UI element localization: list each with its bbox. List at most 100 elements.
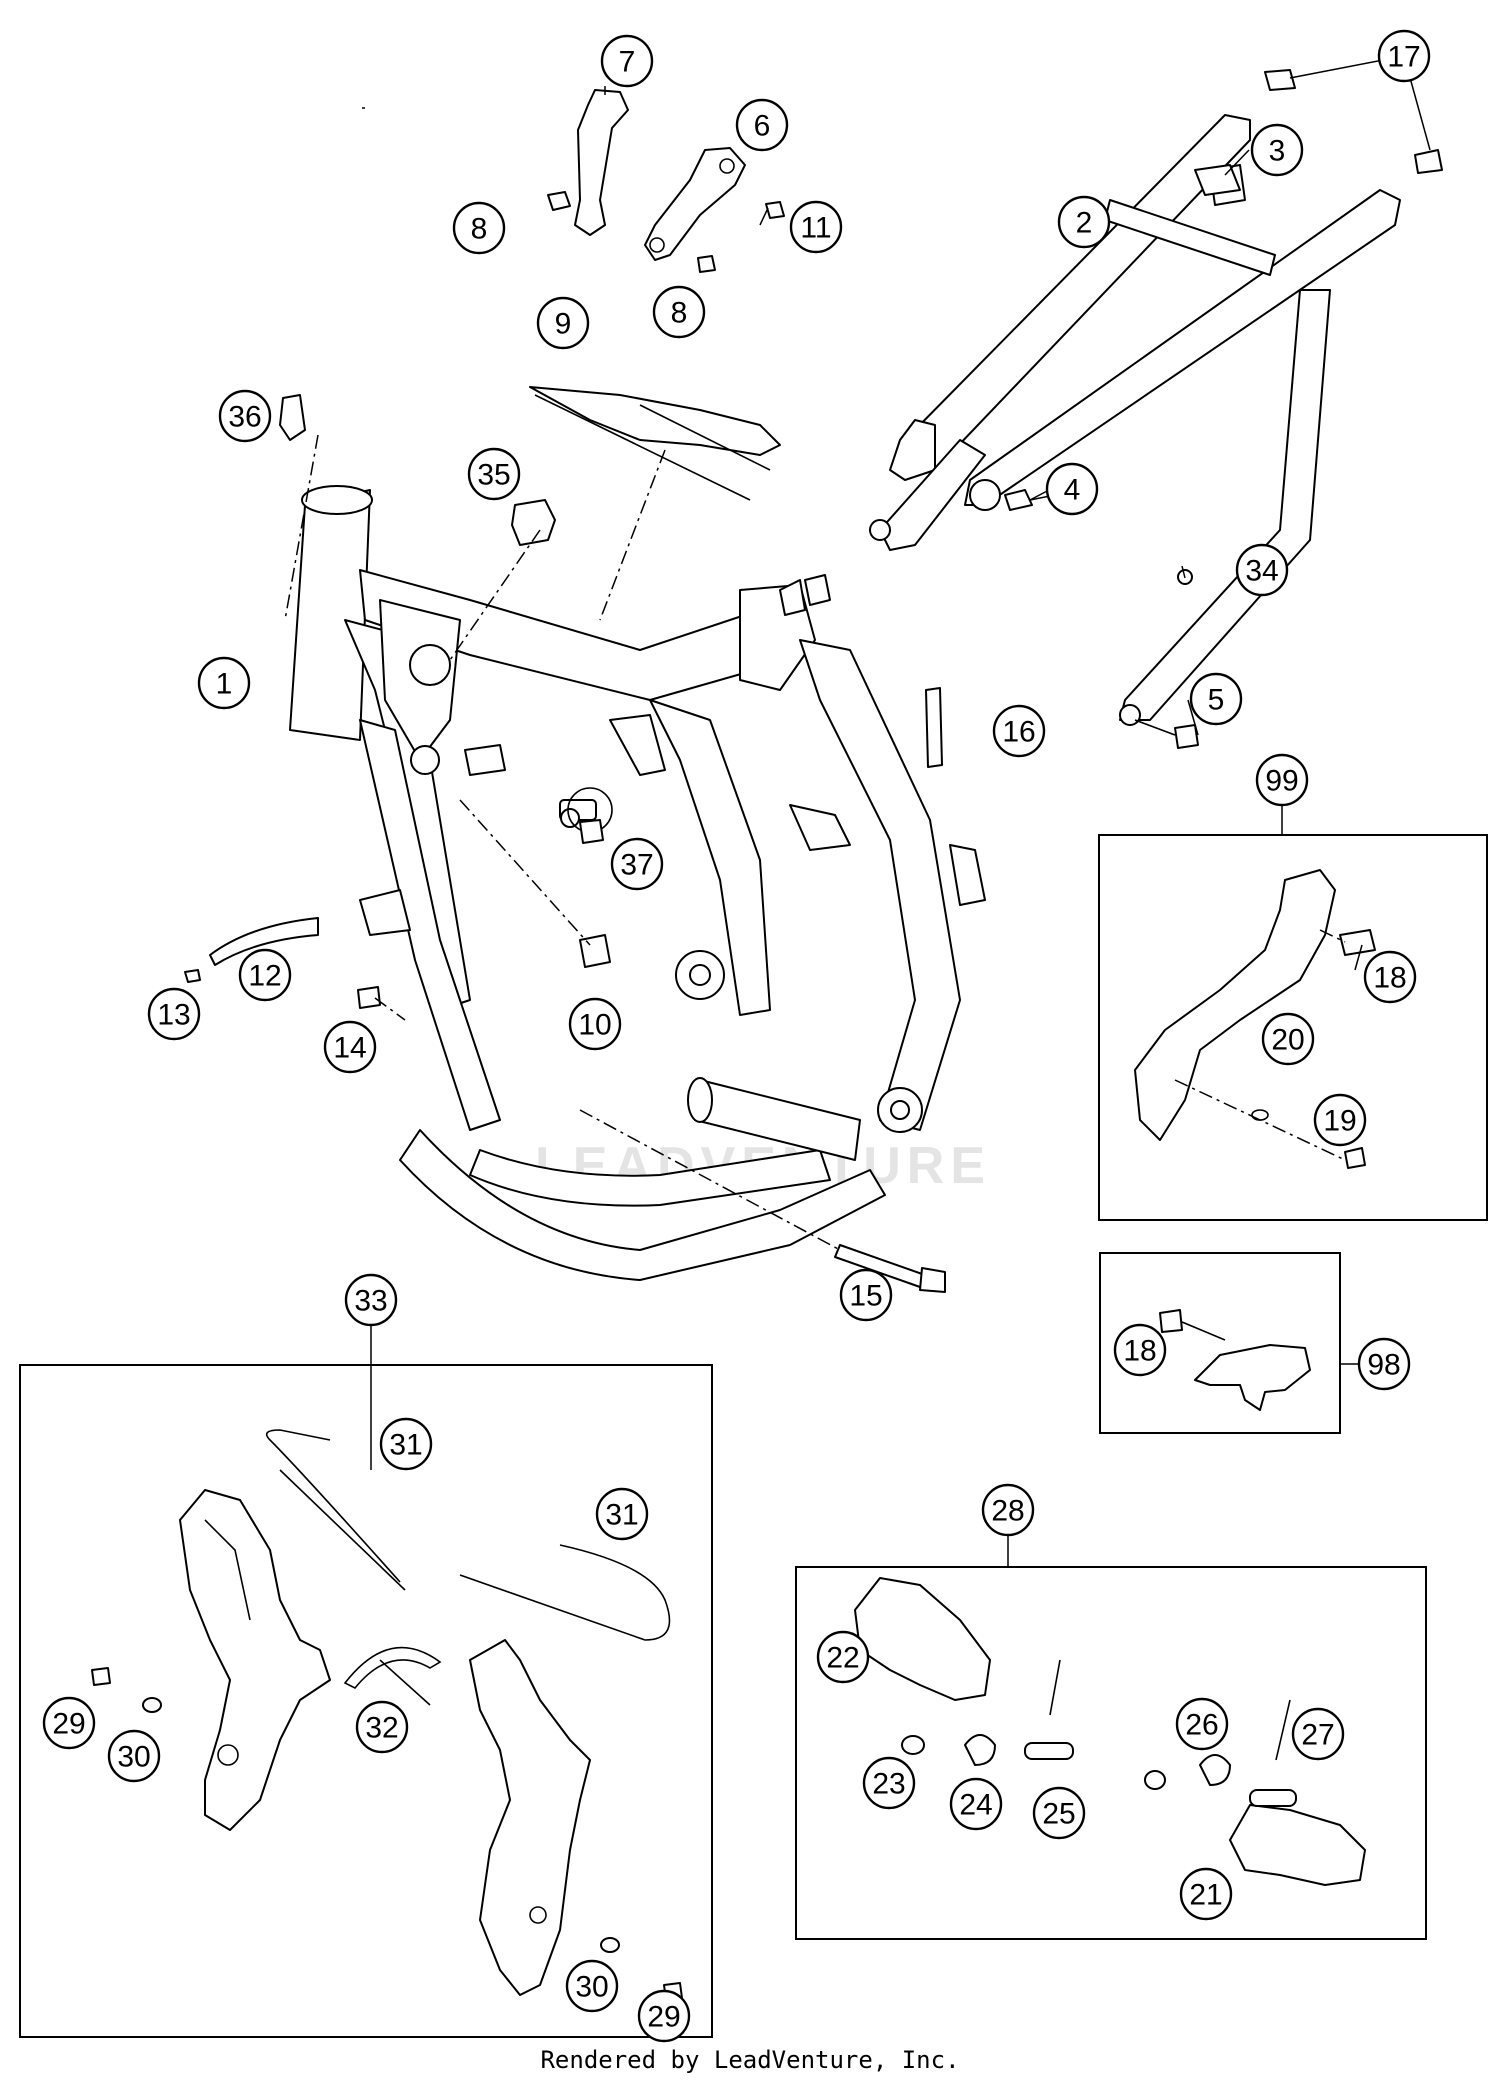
callout-circle <box>862 1756 916 1810</box>
callout-number: 28 <box>991 1495 1024 1528</box>
box-99 <box>1098 834 1488 1221</box>
footer-credit: Rendered by LeadVenture, Inc. <box>540 2046 960 2074</box>
callout-c7: 7 <box>600 34 654 88</box>
callout-number: 18 <box>1123 1335 1156 1368</box>
callout-c36: 36 <box>218 389 272 443</box>
callout-circle <box>568 997 622 1051</box>
callout-c99: 99 <box>1255 753 1309 807</box>
callout-circle <box>1113 1323 1167 1377</box>
callout-circle <box>42 1696 96 1750</box>
callout-c98: 98 <box>1357 1337 1411 1391</box>
washer-23 <box>901 1735 925 1755</box>
callout-c23: 23 <box>862 1756 916 1810</box>
callout-number: 29 <box>647 2001 680 2034</box>
screw-4 <box>1004 489 1033 511</box>
callout-c26: 26 <box>1175 1697 1229 1751</box>
chain-guide-99 <box>1134 869 1336 1141</box>
cap-17a <box>1264 69 1296 91</box>
callout-circle <box>355 1700 409 1754</box>
callout-number: 30 <box>575 1971 608 2004</box>
callout-circle <box>218 389 272 443</box>
callout-circle <box>197 656 251 710</box>
callout-circle <box>735 98 789 152</box>
callout-c25: 25 <box>1032 1786 1086 1840</box>
callout-number: 31 <box>389 1429 422 1462</box>
callout-circle <box>1377 29 1431 83</box>
callout-circle <box>839 1268 893 1322</box>
box-33 <box>19 1364 713 2038</box>
clamp-13 <box>184 969 201 983</box>
callout-c14: 14 <box>323 1020 377 1074</box>
callout-circle <box>1175 1697 1229 1751</box>
callout-c34: 34 <box>1235 543 1289 597</box>
callout-circle <box>637 1989 691 2043</box>
callout-circle <box>1189 672 1243 726</box>
callout-c17: 17 <box>1377 29 1431 83</box>
callout-c10: 10 <box>568 997 622 1051</box>
callout-c32: 32 <box>355 1700 409 1754</box>
callout-number: 3 <box>1269 135 1286 168</box>
nut-14 <box>357 986 381 1009</box>
callout-c5: 5 <box>1189 672 1243 726</box>
callout-number: 22 <box>826 1642 859 1675</box>
cable-tie-32 <box>343 1646 442 1690</box>
washer-30b <box>600 1937 620 1953</box>
callout-c20: 20 <box>1261 1012 1315 1066</box>
callout-c28: 28 <box>981 1483 1035 1537</box>
callout-number: 33 <box>354 1285 387 1318</box>
callout-circle <box>565 1959 619 2013</box>
callout-c29b: 29 <box>637 1989 691 2043</box>
callout-number: 10 <box>578 1009 611 1042</box>
callout-number: 31 <box>605 1499 638 1532</box>
callout-number: 16 <box>1002 716 1035 749</box>
callout-number: 5 <box>1208 684 1225 717</box>
callout-circle <box>1045 462 1099 516</box>
callout-circle <box>344 1273 398 1327</box>
bracket-35 <box>511 499 556 546</box>
bracket-7 <box>574 89 629 236</box>
callout-number: 4 <box>1064 474 1081 507</box>
callout-number: 98 <box>1367 1349 1400 1382</box>
callout-circle <box>595 1487 649 1541</box>
box-98 <box>1099 1252 1341 1434</box>
callout-circle <box>652 285 706 339</box>
callout-c18a: 18 <box>1363 950 1417 1004</box>
screw-8b <box>697 255 716 273</box>
callout-c9: 9 <box>536 296 590 350</box>
callout-circle <box>600 34 654 88</box>
callout-circle <box>452 201 506 255</box>
callout-c15: 15 <box>839 1268 893 1322</box>
callout-c19: 19 <box>1313 1093 1367 1147</box>
callout-number: 6 <box>754 110 771 143</box>
box-28 <box>795 1566 1427 1940</box>
cable-tie-31b <box>459 1544 671 1641</box>
callout-number: 34 <box>1245 555 1278 588</box>
callout-circle <box>981 1483 1035 1537</box>
callout-number: 19 <box>1323 1105 1356 1138</box>
callout-c13: 13 <box>147 987 201 1041</box>
screw-5 <box>1174 724 1199 749</box>
split-pin-27 <box>1275 1699 1291 1761</box>
pin-25 <box>1024 1742 1074 1760</box>
callout-c29a: 29 <box>42 1696 96 1750</box>
callout-circle <box>379 1417 433 1471</box>
callout-circle <box>1291 1707 1345 1761</box>
callout-number: 26 <box>1185 1709 1218 1742</box>
callout-c1: 1 <box>197 656 251 710</box>
callout-c12: 12 <box>238 948 292 1002</box>
callout-number: 27 <box>1301 1719 1334 1752</box>
footpeg-21 <box>1229 1804 1366 1886</box>
callout-number: 37 <box>620 849 653 882</box>
callout-c31b: 31 <box>595 1487 649 1541</box>
callout-number: 12 <box>248 960 281 993</box>
callout-circle <box>323 1020 377 1074</box>
callout-circle <box>1357 1337 1411 1391</box>
callout-c2: 2 <box>1057 195 1111 249</box>
spring-26 <box>1199 1754 1231 1786</box>
sensor-37 <box>579 819 604 844</box>
callout-circle <box>1255 753 1309 807</box>
callout-number: 23 <box>872 1768 905 1801</box>
callout-number: 14 <box>333 1032 366 1065</box>
washer-30a <box>142 1697 162 1713</box>
callout-circle <box>536 296 590 350</box>
